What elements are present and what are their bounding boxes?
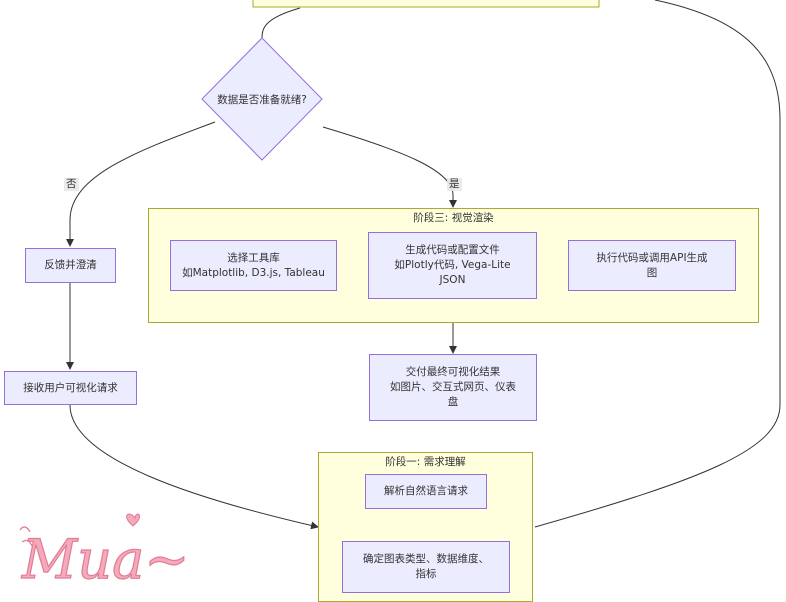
edge-label-yes: 是 (447, 178, 462, 191)
determine-chart-node[interactable]: 确定图表类型、数据维度、 指标 (342, 541, 510, 593)
feedback-node[interactable]: 反馈并澄清 (25, 248, 116, 283)
edge-yes (322, 126, 457, 208)
parse-request-node[interactable]: 解析自然语言请求 (365, 474, 487, 509)
receive-request-node[interactable]: 接收用户可视化请求 (4, 371, 137, 405)
edge-receive-to-stage1 (69, 404, 319, 530)
execute-code-label: 执行代码或调用API生成 图 (596, 251, 708, 279)
edge-right-loop (534, 0, 781, 528)
edge-no (66, 121, 216, 247)
receive-request-label: 接收用户可视化请求 (23, 381, 118, 394)
mua-sticker: Mua~ (19, 513, 190, 589)
mua-sticker-text: Mua~ (21, 528, 190, 589)
flowchart-connectors: Mua~ (19, 0, 781, 589)
select-library-node[interactable]: 选择工具库 如Matplotlib, D3.js, Tableau (170, 240, 337, 291)
execute-code-node[interactable]: 执行代码或调用API生成 图 (568, 240, 736, 291)
deliver-node[interactable]: 交付最终可视化结果 如图片、交互式网页、仪表 盘 (369, 354, 537, 421)
select-library-label: 选择工具库 如Matplotlib, D3.js, Tableau (182, 251, 325, 279)
deliver-label: 交付最终可视化结果 如图片、交互式网页、仪表 盘 (390, 366, 516, 408)
top-partial-node (252, 0, 600, 8)
stage1-title: 阶段一: 需求理解 (385, 456, 466, 468)
generate-code-label: 生成代码或配置文件 如Plotly代码, Vega-Lite JSON (394, 244, 511, 286)
determine-chart-label: 确定图表类型、数据维度、 指标 (363, 553, 489, 580)
decision-diamond[interactable] (201, 37, 323, 161)
parse-request-label: 解析自然语言请求 (384, 485, 468, 497)
edge-top-to-decision (261, 7, 301, 39)
edge-label-no: 否 (64, 178, 79, 191)
feedback-label: 反馈并澄清 (44, 259, 97, 271)
generate-code-node[interactable]: 生成代码或配置文件 如Plotly代码, Vega-Lite JSON (368, 232, 537, 299)
stage3-title: 阶段三: 视觉渲染 (413, 212, 494, 224)
decision-label: 数据是否准备就绪? (217, 94, 307, 106)
